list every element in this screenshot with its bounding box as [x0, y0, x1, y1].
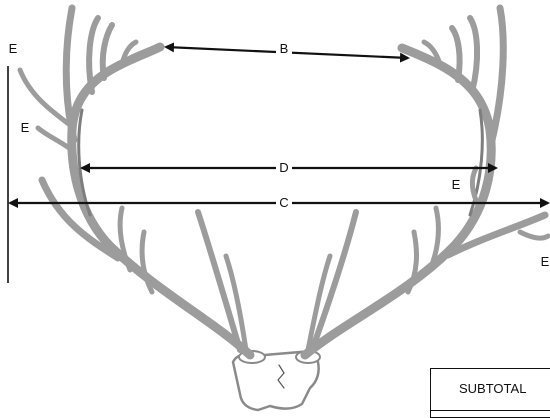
right-tine-g1 [488, 4, 507, 144]
antler-set [17, 4, 550, 412]
label-b: B [280, 41, 289, 56]
right-outer-point-e [517, 229, 550, 241]
label-e-left-mid: E [21, 120, 30, 135]
right-lower-branch [444, 211, 549, 259]
label-c: C [279, 195, 288, 210]
right-tine-g2 [467, 15, 481, 95]
labels: B D C E E E E [9, 40, 550, 269]
skull-suture [277, 364, 285, 389]
left-brow-tine-2 [223, 253, 249, 353]
left-brow-tine [195, 209, 243, 353]
right-tine-g3 [449, 25, 463, 83]
right-brow-tine-2 [305, 253, 333, 353]
left-tine-g4 [119, 39, 139, 67]
right-lower-tine-1 [427, 205, 441, 273]
subtotal-box: SUBTOTAL [430, 368, 550, 418]
subtotal-label: SUBTOTAL [459, 381, 527, 396]
left-main-beam [67, 42, 255, 360]
right-brow-tine [309, 209, 359, 353]
subtotal-rule [431, 410, 550, 411]
left-tine-g3 [99, 22, 115, 81]
label-e-left-top: E [9, 41, 18, 56]
left-tine-g2 [86, 15, 101, 95]
label-e-right-outer: E [541, 254, 550, 269]
right-tine-g4 [421, 39, 443, 67]
label-e-right-inner: E [452, 177, 461, 192]
label-d: D [279, 160, 288, 175]
left-point-e-top [17, 67, 73, 128]
left-lower-tine-2 [139, 229, 155, 295]
left-lower-tine-1 [117, 205, 133, 273]
right-main-beam [300, 43, 496, 360]
right-lower-tine-2 [405, 229, 419, 295]
left-lower-branch [38, 176, 122, 262]
left-point-e-mid [35, 125, 75, 153]
